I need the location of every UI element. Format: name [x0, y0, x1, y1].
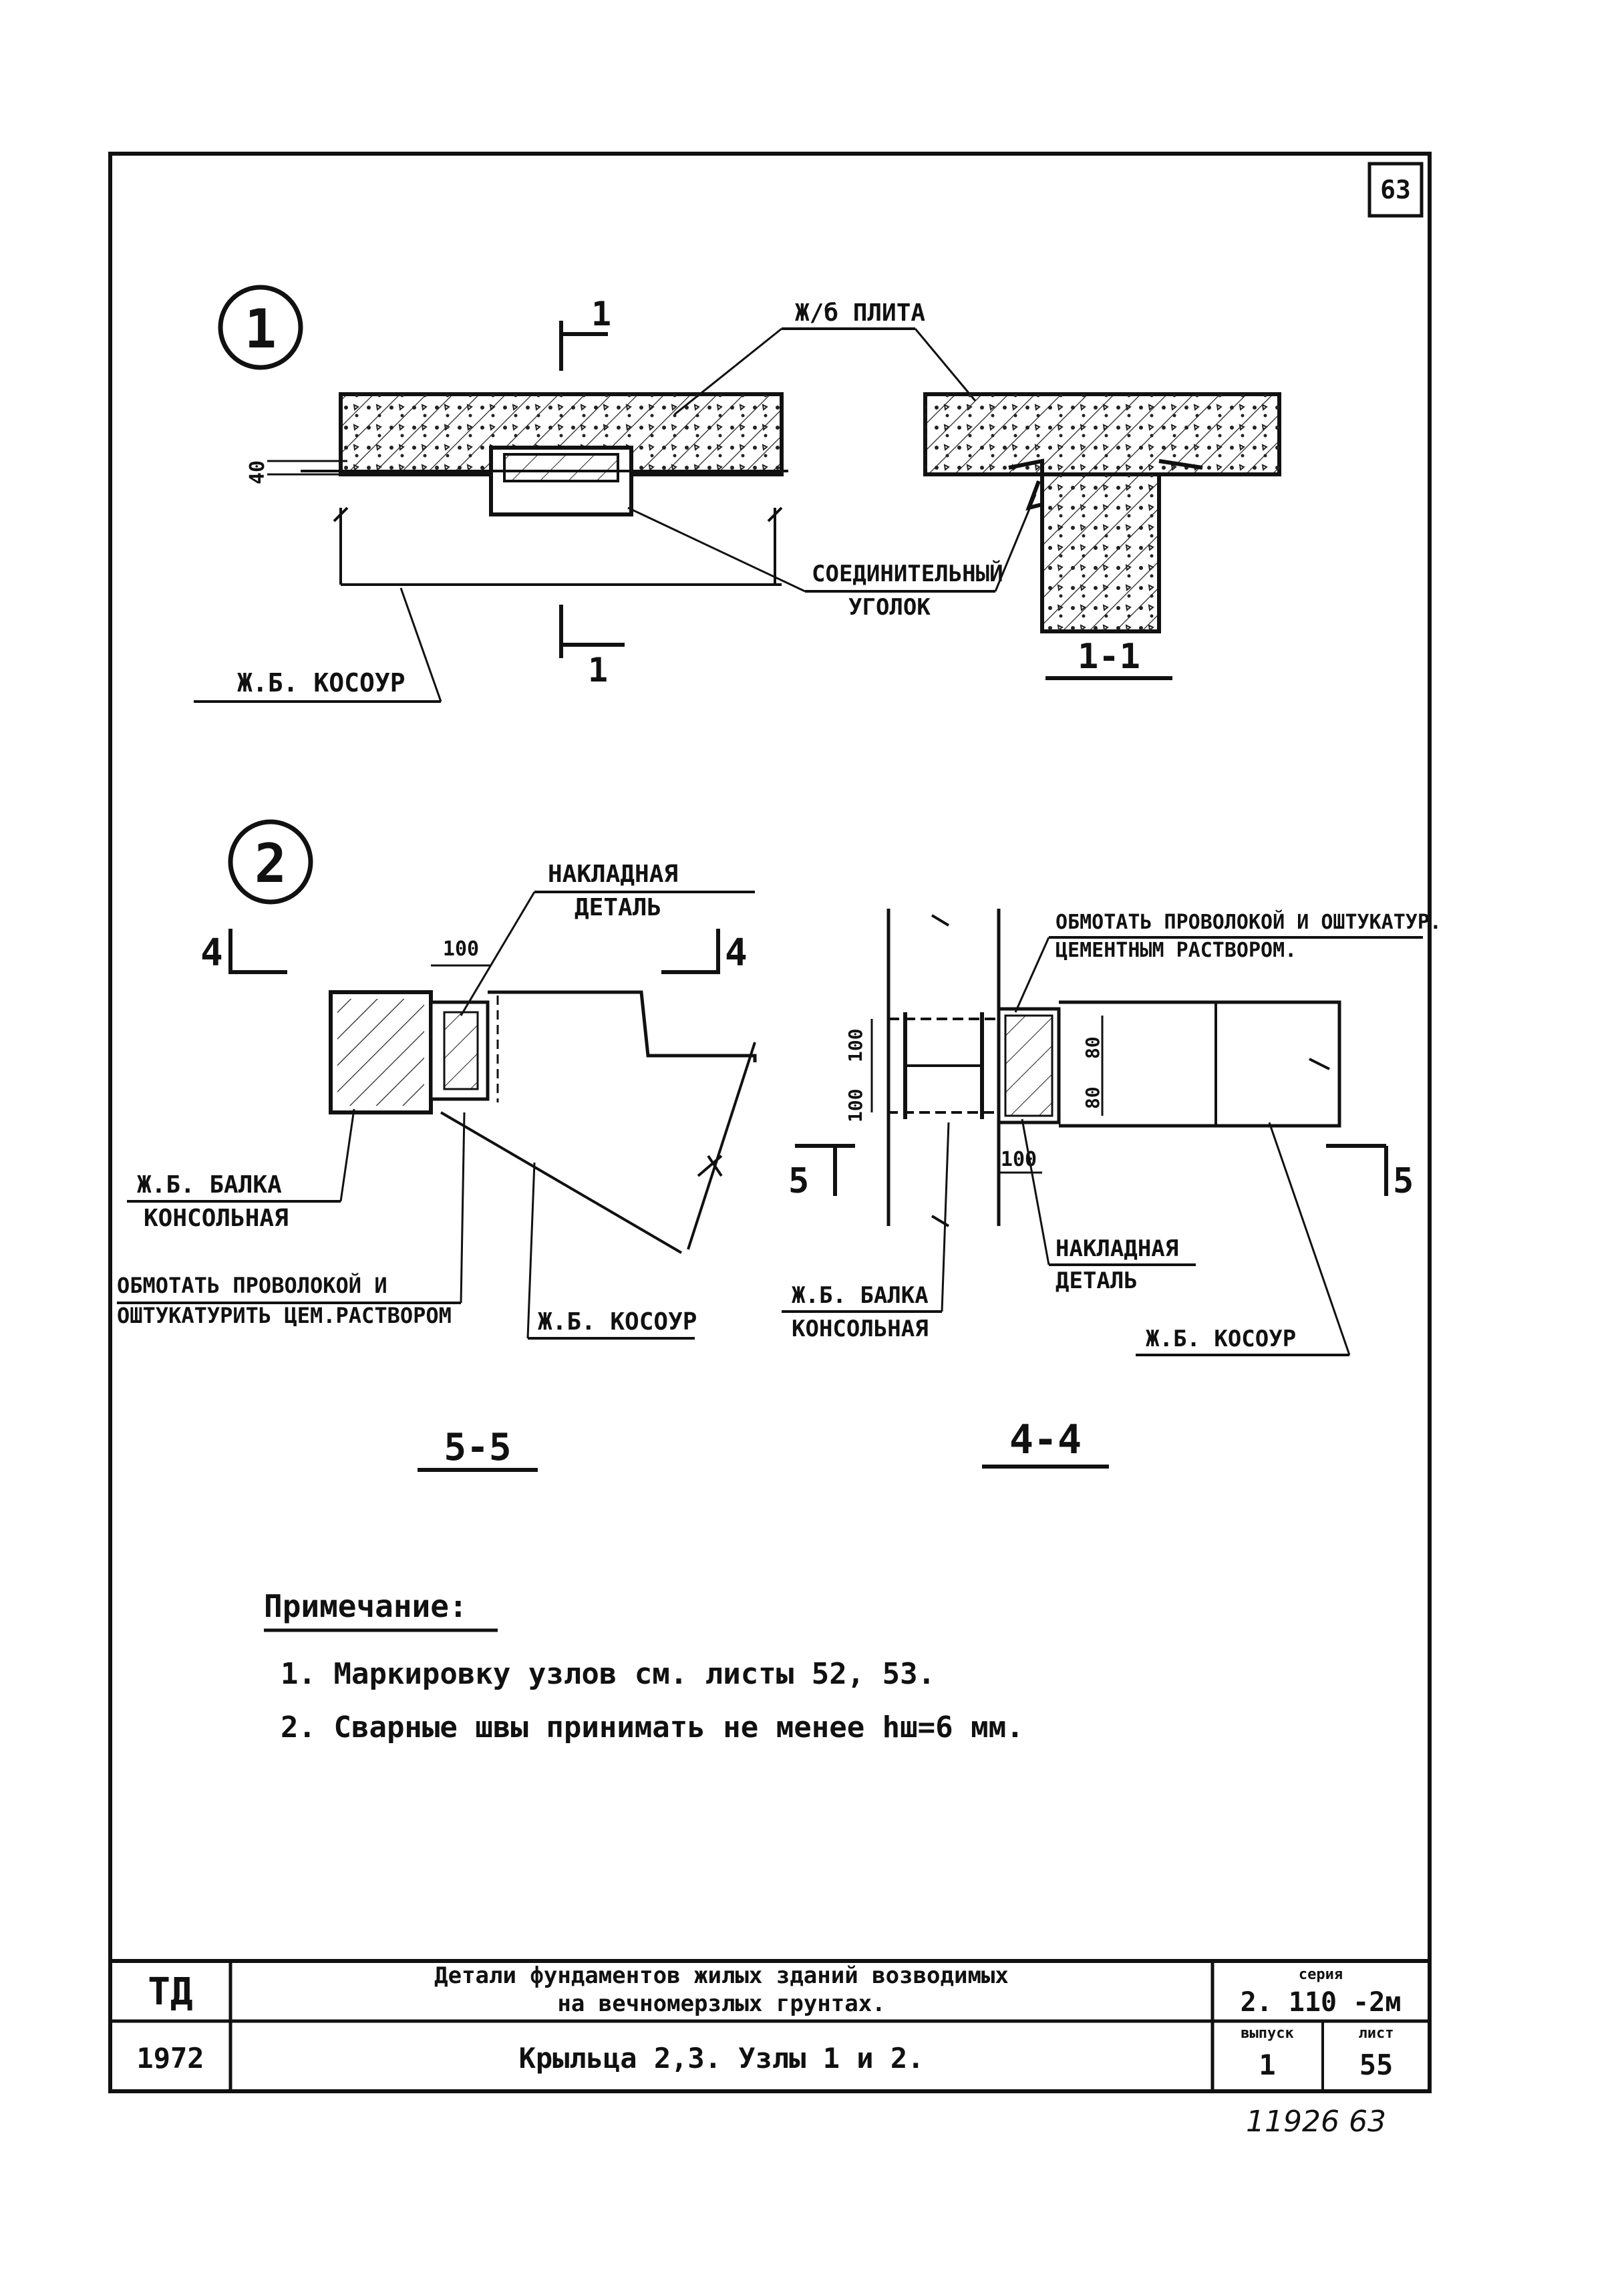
- label-overlay-line1: НАКЛАДНАЯ: [548, 861, 678, 888]
- title-line1: Детали фундаментов жилых зданий возводим…: [434, 1962, 1009, 1989]
- r-label-overlay-line2: ДЕТАЛЬ: [1055, 1267, 1138, 1294]
- label-wrap-line1: ОБМОТАТЬ ПРОВОЛОКОЙ И: [117, 1273, 387, 1298]
- r-dim-80b: 80: [1082, 1086, 1104, 1109]
- series-label: серия: [1299, 1966, 1343, 1983]
- section-mark-4-left: 4: [200, 931, 223, 975]
- notes-title: Примечание:: [264, 1588, 468, 1624]
- subtitle: Крыльца 2,3. Узлы 1 и 2.: [519, 2042, 925, 2075]
- label-beam-line1: Ж.Б. БАЛКА: [137, 1171, 282, 1199]
- node-1-marker: 1: [245, 298, 277, 360]
- label-kosour-1: Ж.Б. КОСОУР: [237, 668, 405, 698]
- sheet-value: 55: [1359, 2048, 1394, 2081]
- page-number-box: 63: [1367, 162, 1424, 218]
- section-mark-1-bottom: 1: [588, 651, 608, 690]
- node-1: 1 1 1 40 Ж/б ПЛИТА: [194, 285, 1281, 703]
- section-mark-5-right: 5: [1393, 1161, 1414, 1201]
- label-kosour-2: Ж.Б. КОСОУР: [538, 1308, 697, 1336]
- issue-label: выпуск: [1241, 2025, 1293, 2042]
- issue-value: 1: [1259, 2048, 1275, 2081]
- r-label-wrap-line1: ОБМОТАТЬ ПРОВОЛОКОЙ И ОШТУКАТУР.: [1055, 910, 1442, 934]
- r-dim-100a: 100: [844, 1028, 866, 1062]
- archive-stamp: 11926 63: [1246, 2105, 1386, 2139]
- dim-100: 100: [443, 937, 479, 961]
- r-dim-80a: 80: [1082, 1036, 1104, 1059]
- r-label-beam-line1: Ж.Б. БАЛКА: [792, 1282, 929, 1309]
- sheet-frame: [108, 152, 1432, 2093]
- dim-40: 40: [246, 460, 269, 484]
- node-1-marker-circle: [218, 285, 303, 370]
- section-mark-1-top: 1: [591, 295, 611, 333]
- label-beam-line2: КОНСОЛЬНАЯ: [144, 1205, 289, 1232]
- section-title-5-5: 5-5: [444, 1426, 511, 1469]
- label-overlay-line2: ДЕТАЛЬ: [575, 894, 661, 921]
- r-dim-100b: 100: [844, 1088, 866, 1122]
- node-2-marker-circle: [228, 819, 313, 905]
- label-angle-line1: СОЕДИНИТЕЛЬНЫЙ: [812, 560, 1003, 587]
- section-title-1-1: 1-1: [1078, 637, 1140, 677]
- r-label-beam-line2: КОНСОЛЬНАЯ: [792, 1316, 929, 1342]
- section-mark-4-right: 4: [725, 931, 748, 975]
- title-line2: на вечномерзлых грунтах.: [557, 1990, 885, 2017]
- r-label-wrap-line2: ЦЕМЕНТНЫМ РАСТВОРОМ.: [1055, 939, 1297, 962]
- notes: Примечание: 1. Маркировку узлов см. лист…: [264, 1588, 1024, 1744]
- label-wrap-line2: ОШТУКАТУРИТЬ ЦЕМ.РАСТВОРОМ: [117, 1303, 452, 1328]
- section-mark-5-left: 5: [788, 1161, 809, 1201]
- label-plate: Ж/б ПЛИТА: [795, 299, 925, 327]
- label-angle-line2: УГОЛОК: [848, 594, 931, 621]
- r-label-kosour: Ж.Б. КОСОУР: [1146, 1326, 1296, 1352]
- series-value: 2. 110 -2м: [1241, 1987, 1402, 2018]
- sheet-label: лист: [1359, 2025, 1394, 2042]
- page-number: 63: [1380, 175, 1411, 204]
- year: 1972: [136, 2042, 204, 2075]
- org-code: ТД: [148, 1970, 192, 2014]
- title-block: ТД 1972 Детали фундаментов жилых зданий …: [110, 1959, 1430, 2091]
- note-1: 1. Маркировку узлов см. листы 52, 53.: [281, 1657, 935, 1691]
- r-label-overlay-line1: НАКЛАДНАЯ: [1055, 1235, 1178, 1262]
- node-2: 2 4 4 100 НАКЛАДНАЯ ДЕТАЛЬ Ж.Б. БАЛКА КО…: [117, 819, 1442, 1472]
- node-2-marker: 2: [255, 832, 287, 895]
- note-2: 2. Сварные швы принимать не менее hш=6 м…: [281, 1710, 1024, 1744]
- section-title-4-4: 4-4: [1009, 1416, 1082, 1463]
